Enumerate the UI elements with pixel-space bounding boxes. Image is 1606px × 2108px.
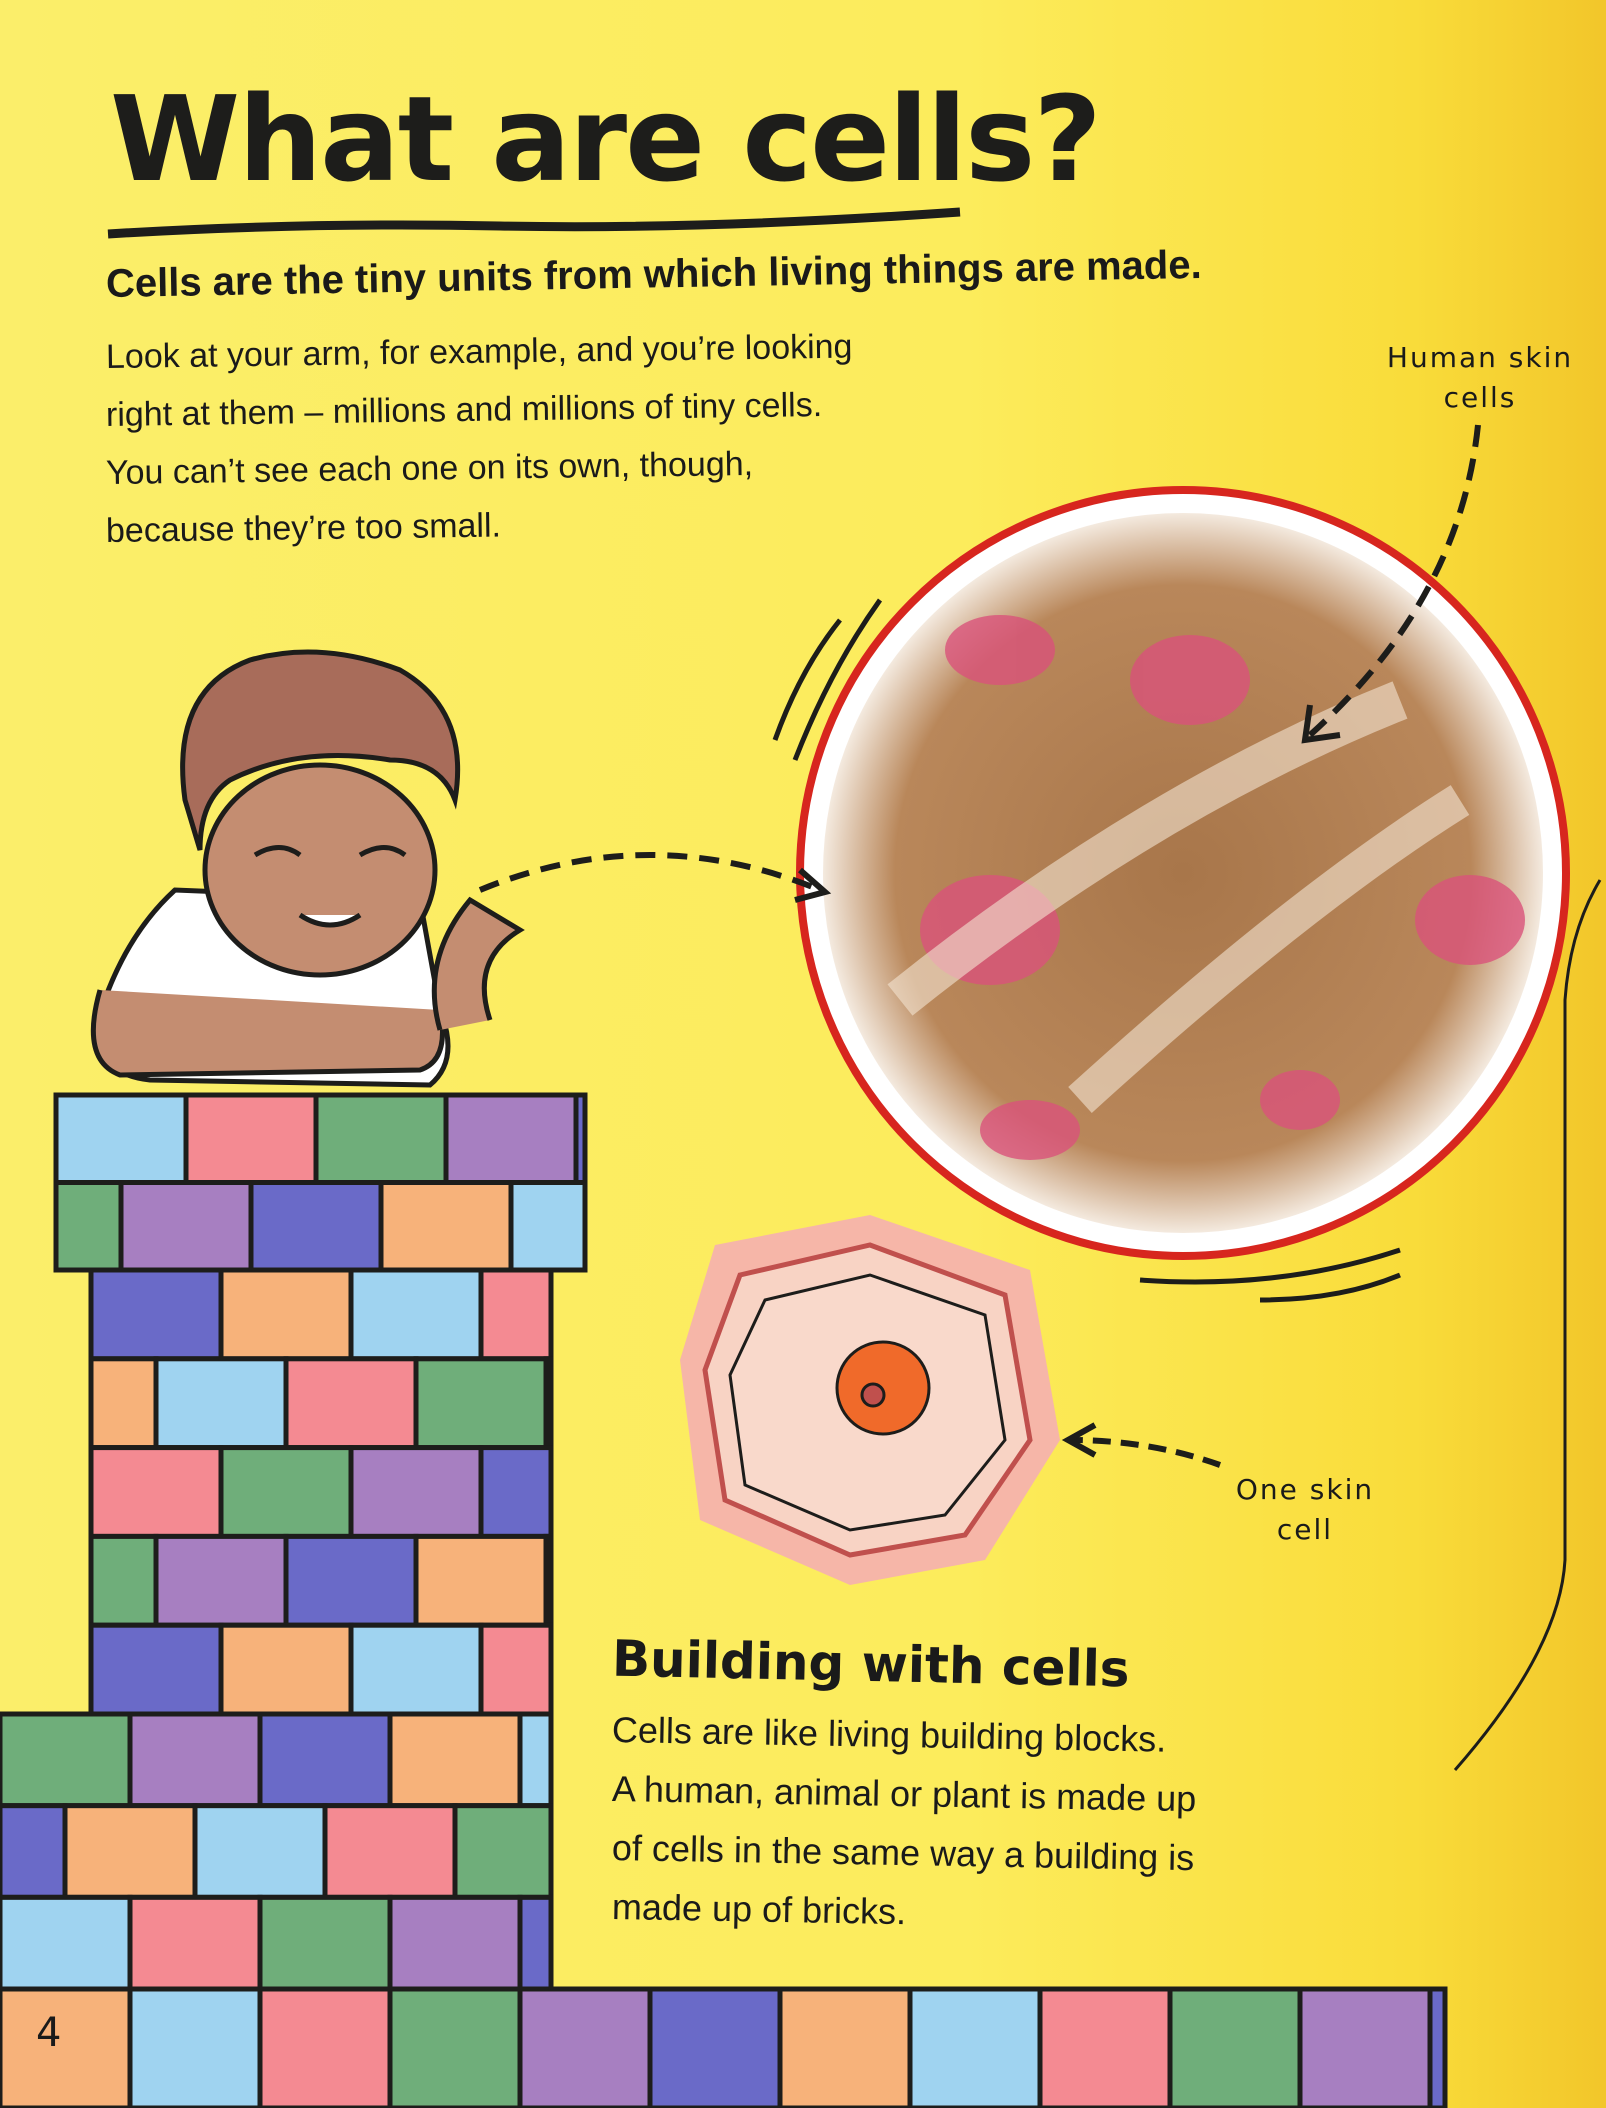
brick (283, 1533, 419, 1628)
brick (118, 1180, 254, 1273)
brick (0, 1711, 133, 1809)
title-underline (107, 207, 961, 239)
page-title: What are cells? (110, 70, 1102, 208)
brick (378, 1180, 514, 1273)
skin-cells-micrograph (796, 486, 1570, 1260)
brick-tower (0, 1092, 1448, 2108)
brick (257, 1894, 393, 1992)
brick (543, 1533, 554, 1628)
brick (0, 1986, 133, 2108)
brick (478, 1445, 554, 1539)
brick (127, 1986, 263, 2108)
brick (907, 1986, 1043, 2108)
brick (127, 1894, 263, 1992)
brick (1427, 1986, 1448, 2108)
one-skin-cell-label: One skin cell (1215, 1470, 1395, 1550)
arrow-human-skin-cells (1307, 424, 1481, 738)
label-line: cells (1443, 381, 1517, 414)
skin-cell-diagram (680, 1215, 1060, 1585)
arrow-one-skin-cell (1069, 1437, 1222, 1468)
brick (348, 1445, 484, 1539)
brick (53, 1092, 189, 1185)
brick (478, 1622, 554, 1717)
brick (88, 1267, 224, 1362)
brick (387, 1986, 523, 2108)
brick (413, 1356, 549, 1451)
brick (413, 1533, 549, 1628)
brick (573, 1092, 588, 1185)
brick (1297, 1986, 1433, 2108)
section-line: Cells are like living building blocks. (611, 1709, 1167, 1760)
brick (1037, 1986, 1173, 2108)
brick (647, 1986, 783, 2108)
brick (153, 1356, 289, 1451)
brick (218, 1622, 354, 1717)
brick (313, 1092, 449, 1185)
brick (517, 1711, 554, 1809)
page-number: 4 (36, 2010, 62, 2056)
curved-arrow-right (1453, 879, 1602, 1771)
brick (283, 1356, 419, 1451)
section-line: A human, animal or plant is made up (611, 1768, 1197, 1820)
brick (192, 1803, 328, 1900)
brick (183, 1092, 319, 1185)
arrow-to-micrograph (478, 852, 822, 893)
label-line: One skin (1235, 1473, 1375, 1506)
human-skin-cells-label: Human skin cells (1370, 338, 1590, 418)
section-heading: Building with cells (611, 1629, 1131, 1699)
brick (508, 1180, 588, 1273)
brick (218, 1445, 354, 1539)
brick (88, 1356, 159, 1451)
brick (387, 1894, 523, 1992)
brick (88, 1622, 224, 1717)
brick (517, 1894, 554, 1992)
brick (322, 1803, 458, 1900)
brick (777, 1986, 913, 2108)
brick (478, 1267, 554, 1362)
brick (257, 1711, 393, 1809)
brick (53, 1180, 124, 1273)
brick (127, 1711, 263, 1809)
brick (153, 1533, 289, 1628)
brick (517, 1986, 653, 2108)
girl-illustration (90, 649, 525, 1088)
intro-line: because they’re too small. (105, 506, 502, 550)
brick (88, 1445, 224, 1539)
motion-lines (772, 598, 1401, 1303)
label-line: Human skin (1386, 341, 1574, 374)
brick (443, 1092, 579, 1185)
brick (257, 1986, 393, 2108)
brick (387, 1711, 523, 1809)
brick (0, 1803, 68, 1900)
section-paragraph: Cells are like living building blocks. A… (611, 1700, 1197, 1936)
section-line: of cells in the same way a building is (611, 1827, 1195, 1879)
intro-paragraph: Look at your arm, for example, and you’r… (106, 328, 1086, 560)
brick (62, 1803, 198, 1900)
brick (348, 1267, 484, 1362)
brick (1167, 1986, 1303, 2108)
brick (0, 1894, 133, 1992)
brick (452, 1803, 554, 1900)
brick (218, 1267, 354, 1362)
brick (543, 1356, 554, 1451)
section-line: made up of bricks. (611, 1886, 907, 1933)
brick (248, 1180, 384, 1273)
brick (88, 1533, 159, 1628)
label-line: cell (1276, 1513, 1334, 1546)
brick (348, 1622, 484, 1717)
